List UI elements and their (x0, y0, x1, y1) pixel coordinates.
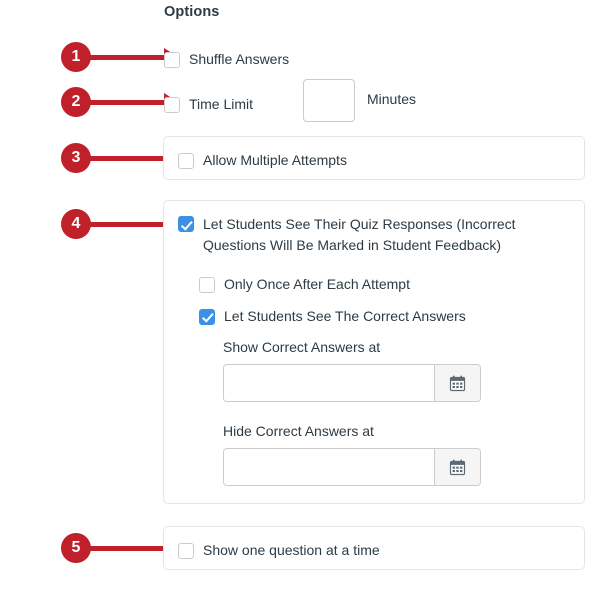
hide-correct-answers-label: Hide Correct Answers at (223, 423, 374, 439)
show-correct-answers-label: Show Correct Answers at (223, 339, 381, 355)
allow-multiple-attempts-label: Allow Multiple Attempts (203, 152, 347, 168)
option-allow-multiple-attempts[interactable]: Allow Multiple Attempts (178, 150, 347, 171)
show-correct-answers-input[interactable] (224, 365, 434, 401)
page-title: Options (164, 4, 220, 20)
allow-multiple-attempts-panel: Allow Multiple Attempts (163, 136, 585, 180)
only-once-checkbox[interactable] (199, 276, 215, 293)
time-limit-checkbox[interactable] (164, 96, 180, 113)
option-quiz-responses[interactable]: Let Students See Their Quiz Responses (I… (178, 214, 568, 256)
allow-multiple-attempts-checkbox[interactable] (178, 152, 194, 169)
callout-4: 4 (61, 209, 164, 239)
show-one-question-label: Show one question at a time (203, 542, 380, 558)
show-one-question-panel: Show one question at a time (163, 526, 585, 570)
callout-badge-number: 2 (61, 87, 91, 117)
minutes-unit-label: Minutes (367, 91, 417, 107)
hide-correct-answers-input[interactable] (224, 449, 434, 485)
callout-3: 3 (61, 143, 164, 173)
show-one-question-checkbox[interactable] (178, 542, 194, 559)
callout-2: 2 (61, 87, 165, 117)
hide-correct-answers-calendar-button[interactable] (434, 449, 480, 485)
option-only-once-after-each-attempt[interactable]: Only Once After Each Attempt (199, 274, 410, 295)
see-correct-answers-checkbox[interactable] (199, 308, 215, 325)
option-shuffle-answers[interactable]: Shuffle Answers (164, 49, 289, 70)
only-once-label: Only Once After Each Attempt (224, 276, 410, 292)
callout-arrow (87, 155, 164, 161)
callout-badge-number: 1 (61, 42, 91, 72)
callout-badge-number: 5 (61, 533, 91, 563)
calendar-icon (449, 375, 466, 391)
shuffle-answers-label: Shuffle Answers (189, 51, 290, 67)
show-correct-answers-calendar-button[interactable] (434, 365, 480, 401)
time-limit-label: Time Limit (189, 96, 254, 112)
option-show-one-question[interactable]: Show one question at a time (178, 540, 380, 561)
calendar-icon (449, 459, 466, 475)
quiz-responses-panel: Let Students See Their Quiz Responses (I… (163, 200, 585, 504)
callout-badge-number: 3 (61, 143, 91, 173)
callout-arrow (87, 221, 164, 227)
see-correct-answers-label: Let Students See The Correct Answers (224, 308, 466, 324)
quiz-responses-label: Let Students See Their Quiz Responses (I… (203, 216, 516, 253)
callout-5: 5 (61, 533, 164, 563)
callout-arrow (87, 54, 165, 60)
callout-1: 1 (61, 42, 165, 72)
time-limit-minutes-input[interactable] (303, 79, 355, 122)
option-see-correct-answers[interactable]: Let Students See The Correct Answers (199, 306, 466, 327)
option-time-limit[interactable]: Time Limit (164, 94, 253, 115)
callout-arrow (87, 545, 164, 551)
show-correct-answers-field (223, 364, 481, 402)
callout-badge-number: 4 (61, 209, 91, 239)
hide-correct-answers-field (223, 448, 481, 486)
shuffle-answers-checkbox[interactable] (164, 51, 180, 68)
quiz-responses-checkbox[interactable] (178, 216, 194, 232)
callout-arrow (87, 99, 165, 105)
